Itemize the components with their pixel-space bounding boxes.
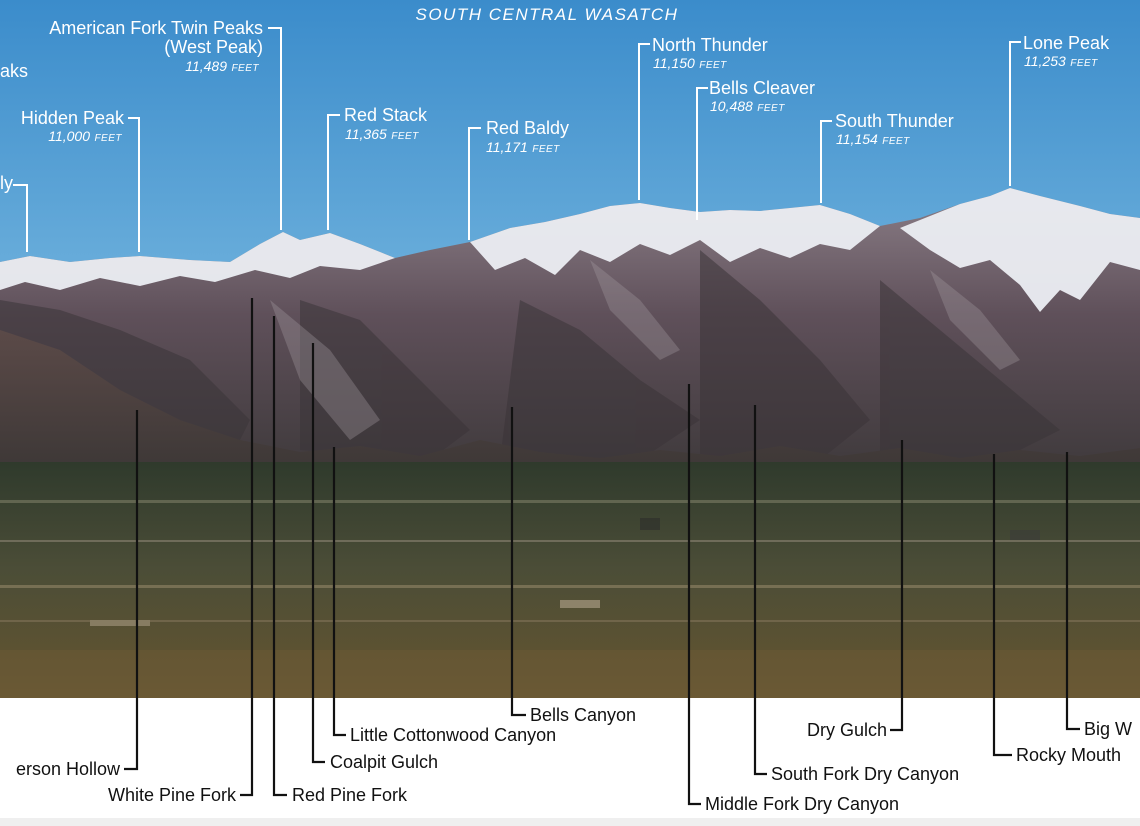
canyon-label-coalpit-gulch: Coalpit Gulch xyxy=(330,752,438,772)
bottom-strip xyxy=(0,818,1140,826)
peak-label-lone-peak: Lone Peak xyxy=(1023,33,1110,53)
city-texture xyxy=(0,500,1140,626)
canyon-label-dry-gulch: Dry Gulch xyxy=(807,720,887,740)
ridge-highlights xyxy=(270,260,1020,440)
canyon-label-big-willow: Big W xyxy=(1084,719,1132,739)
snow-caps-lone-peak xyxy=(900,188,1140,312)
snow-caps xyxy=(0,232,395,290)
peak-elevation-north-thunder: 11,150 FEET xyxy=(653,55,727,72)
canyon-label-red-pine-fork: Red Pine Fork xyxy=(292,785,408,805)
canyon-label-little-cottonwood-canyon: Little Cottonwood Canyon xyxy=(350,725,556,745)
peak-elevation-bells-cleaver: 10,488 FEET xyxy=(710,98,785,115)
peak-elevation-lone-peak: 11,253 FEET xyxy=(1024,53,1098,70)
peak-label-hidden-peak: Hidden Peak xyxy=(21,108,125,128)
peak-elevation-hidden-peak: 11,000 FEET xyxy=(48,128,122,145)
canyon-label-south-fork-dry-canyon: South Fork Dry Canyon xyxy=(771,764,959,784)
peak-label-partial-left: aks xyxy=(0,61,28,81)
peak-elevation-south-thunder: 11,154 FEET xyxy=(836,131,910,148)
label-band xyxy=(0,698,1140,826)
canyon-leaders xyxy=(124,298,1080,806)
peak-label-bells-cleaver: Bells Cleaver xyxy=(709,78,815,98)
chart-title: SOUTH CENTRAL WASATCH xyxy=(416,5,679,24)
foreground-field xyxy=(0,650,1140,698)
ridge-shading xyxy=(0,250,1060,460)
peak-elevation-red-stack: 11,365 FEET xyxy=(345,126,419,143)
canyon-label-middle-fork-dry-canyon: Middle Fork Dry Canyon xyxy=(705,794,899,814)
canyon-label-bells-canyon: Bells Canyon xyxy=(530,705,636,725)
peak-elevation-american-fork: 11,489 FEET xyxy=(185,58,259,75)
canyon-label-henderson-hollow: erson Hollow xyxy=(16,759,121,779)
peak-label-west-peak: (West Peak) xyxy=(164,37,263,57)
canyon-label-white-pine-fork: White Pine Fork xyxy=(108,785,237,805)
canyon-label-rocky-mouth: Rocky Mouth xyxy=(1016,745,1121,765)
peak-label-red-baldy: Red Baldy xyxy=(486,118,569,138)
peak-elevation-red-baldy: 11,171 FEET xyxy=(486,139,560,156)
snow-caps-central xyxy=(470,203,880,275)
peak-leaders xyxy=(13,27,1021,252)
foothills xyxy=(0,330,1140,475)
peak-label-partial-baldy: ly xyxy=(0,173,13,193)
peak-label-north-thunder: North Thunder xyxy=(652,35,768,55)
peak-label-red-stack: Red Stack xyxy=(344,105,428,125)
peak-label-american-fork-twin-peaks: American Fork Twin Peaks xyxy=(49,18,263,38)
peak-label-south-thunder: South Thunder xyxy=(835,111,954,131)
